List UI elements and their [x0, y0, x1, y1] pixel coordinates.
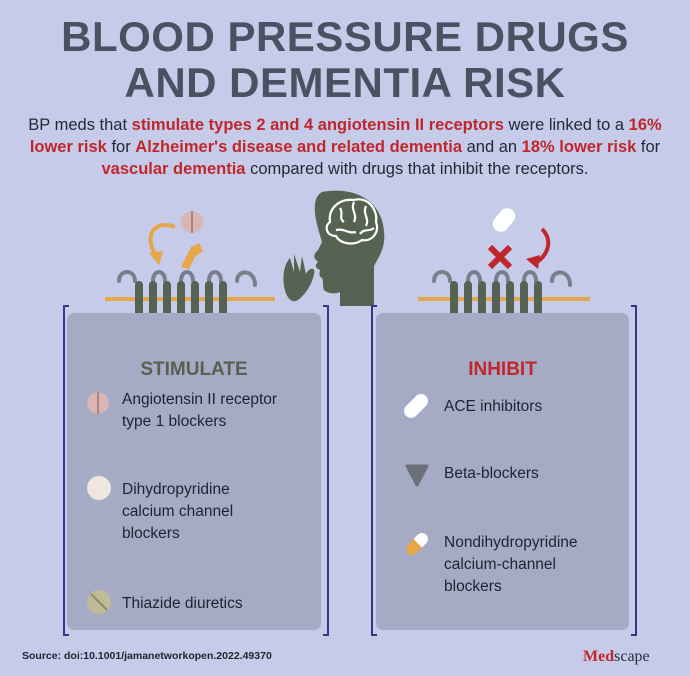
intro-paragraph: BP meds that stimulate types 2 and 4 ang…: [20, 114, 670, 180]
intro-highlight: vascular dementia: [101, 160, 246, 178]
item-line: calcium channel: [122, 503, 234, 520]
intro-text: for: [106, 138, 136, 156]
orange-capsule-icon: [406, 533, 428, 555]
stimulate-receptor-illustration: [105, 211, 275, 330]
stimulate-panel: [67, 313, 321, 630]
item-line: Nondihydropyridine: [444, 534, 578, 551]
item-line: calcium-channel: [444, 556, 556, 573]
page-title: BLOOD PRESSURE DRUGS AND DEMENTIA RISK: [0, 14, 690, 106]
left-bracket: [63, 305, 69, 636]
inhibit-heading: INHIBIT: [468, 359, 537, 380]
stimulate-item-thiazide: Thiazide diuretics: [122, 593, 243, 615]
pink-pill-icon: [87, 392, 109, 414]
intro-text: BP meds that: [28, 116, 132, 134]
stimulate-item-dihydropyridine: Dihydropyridine calcium channel blockers: [122, 479, 233, 545]
item-line: type 1 blockers: [122, 413, 227, 430]
stimulate-item-arb: Angiotensin II receptor type 1 blockers: [122, 389, 277, 433]
stimulate-heading: STIMULATE: [140, 359, 248, 380]
right-bracket: [631, 305, 637, 636]
head-brain-illustration: [283, 190, 385, 306]
title-line-2: AND DEMENTIA RISK: [124, 59, 566, 106]
white-round-pill-icon: [87, 476, 111, 500]
item-line: blockers: [122, 525, 180, 542]
item-line: Dihydropyridine: [122, 481, 230, 498]
intro-highlight: stimulate types 2 and 4 angiotensin II r…: [131, 116, 504, 134]
intro-highlight: 18% lower risk: [521, 138, 637, 156]
inhibit-item-ace: ACE inhibitors: [444, 396, 542, 418]
middle-left-bracket: [323, 305, 329, 636]
inhibit-item-beta: Beta-blockers: [444, 463, 539, 485]
item-line: blockers: [444, 578, 502, 595]
intro-text: for: [636, 138, 661, 156]
olive-pill-icon: [87, 590, 111, 614]
middle-right-bracket: [371, 305, 377, 636]
medscape-logo: Medscape: [583, 648, 650, 666]
title-line-1: BLOOD PRESSURE DRUGS: [61, 13, 629, 60]
gray-triangle-pill-icon: [405, 464, 429, 487]
inhibit-item-nondihydropyridine: Nondihydropyridine calcium-channel block…: [444, 532, 578, 598]
white-capsule-icon: [404, 394, 428, 418]
intro-highlight: Alzheimer's disease and related dementia: [135, 138, 463, 156]
intro-text: were linked to a: [503, 116, 629, 134]
inhibit-receptor-illustration: [418, 208, 590, 330]
intro-text: compared with drugs that inhibit the rec…: [245, 160, 589, 178]
intro-highlight: 16% lower risk: [29, 116, 662, 156]
source-citation: Source: doi:10.1001/jamanetworkopen.2022…: [22, 650, 272, 662]
logo-part: scape: [614, 648, 650, 665]
intro-text: and an: [462, 138, 522, 156]
item-line: Beta-blockers: [444, 465, 539, 482]
item-line: Angiotensin II receptor: [122, 391, 278, 408]
logo-part: Med: [583, 648, 615, 665]
item-line: ACE inhibitors: [444, 398, 543, 415]
item-line: Thiazide diuretics: [122, 595, 243, 612]
